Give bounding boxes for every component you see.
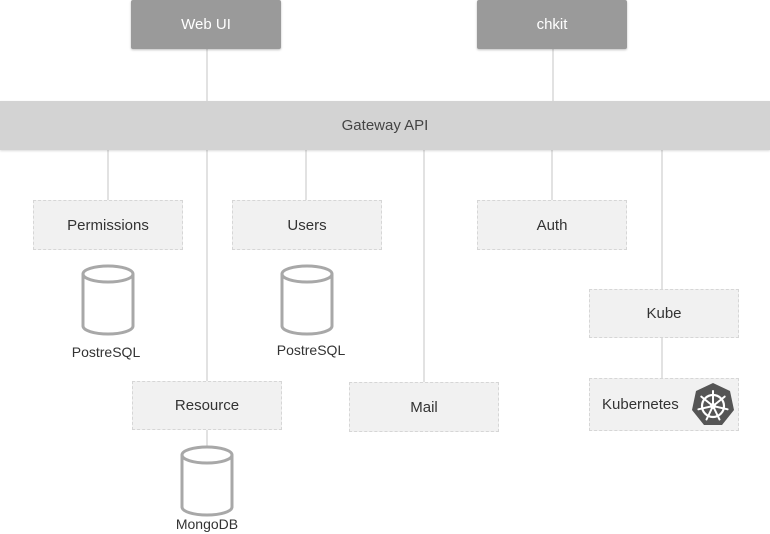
users-db-label: PostreSQL — [276, 342, 346, 358]
users-box[interactable]: Users — [232, 200, 382, 250]
chkit-label: chkit — [536, 16, 568, 33]
gateway-api-bar[interactable]: Gateway API — [0, 101, 770, 150]
mail-box[interactable]: Mail — [349, 382, 499, 432]
permissions-db-label: PostreSQL — [71, 344, 141, 360]
kube-label: Kube — [646, 305, 682, 322]
users-label: Users — [287, 216, 327, 234]
permissions-label: Permissions — [67, 216, 149, 234]
web-ui-box[interactable]: Web UI — [131, 0, 281, 49]
resource-db-label: MongoDB — [175, 516, 239, 532]
mail-label: Mail — [410, 398, 438, 416]
permissions-box[interactable]: Permissions — [33, 200, 183, 250]
users-database-icon — [280, 264, 334, 336]
permissions-database-icon — [81, 264, 135, 336]
resource-box[interactable]: Resource — [132, 381, 282, 430]
auth-label: Auth — [536, 216, 568, 234]
chkit-box[interactable]: chkit — [477, 0, 627, 49]
web-ui-label: Web UI — [181, 16, 231, 33]
auth-box[interactable]: Auth — [477, 200, 627, 250]
kubernetes-label: Kubernetes — [602, 396, 679, 413]
kubernetes-icon — [692, 383, 734, 425]
kube-box[interactable]: Kube — [589, 289, 739, 338]
resource-label: Resource — [174, 397, 240, 414]
gateway-api-label: Gateway API — [341, 117, 429, 134]
resource-database-icon — [180, 445, 234, 517]
